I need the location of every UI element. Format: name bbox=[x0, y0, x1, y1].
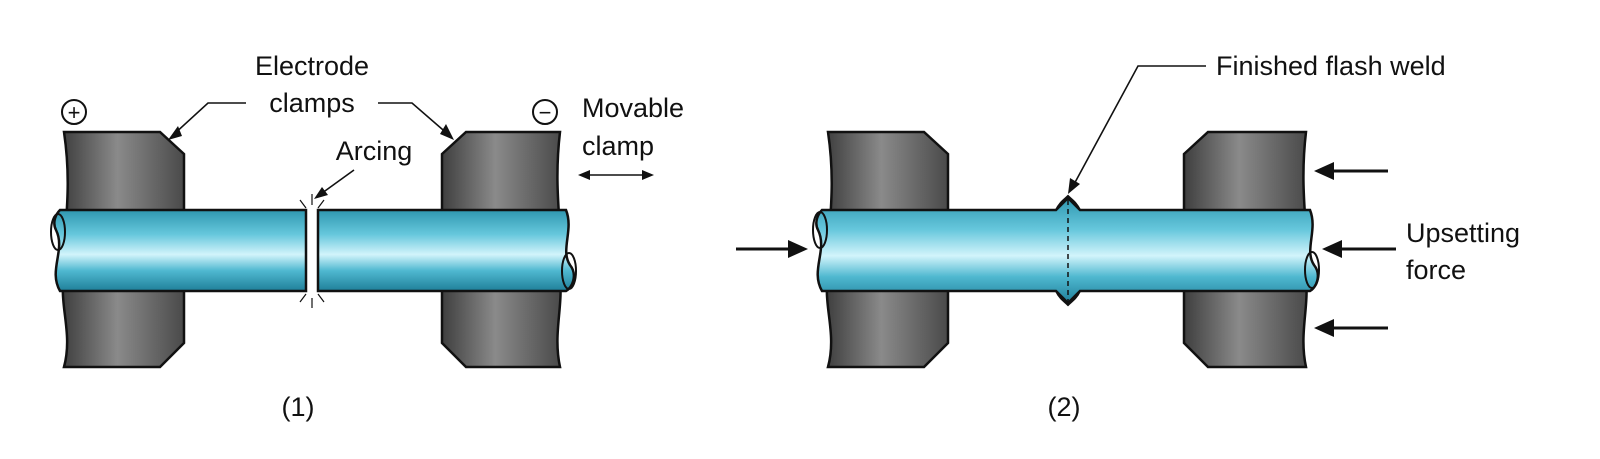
upsetting-force-label-line1: Upsetting bbox=[1406, 218, 1520, 248]
svg-text:+: + bbox=[68, 100, 81, 125]
electrode-clamps-label-line1: Electrode bbox=[255, 51, 369, 81]
finished-weld-arrowhead bbox=[1068, 178, 1080, 194]
left-rod-end-cap bbox=[50, 213, 66, 251]
electrode-clamps-arrowhead-left bbox=[168, 126, 182, 140]
welded-rod bbox=[815, 196, 1320, 305]
upsetting-force-arrow-bottom bbox=[1314, 319, 1388, 337]
weld-flash-bead bbox=[1055, 194, 1081, 307]
left-push-arrow bbox=[736, 240, 808, 258]
electrode-clamps-leader-left bbox=[171, 102, 246, 137]
finished-weld-leader bbox=[1071, 65, 1206, 189]
upsetting-force-arrow-middle bbox=[1322, 240, 1396, 258]
welded-rod-left-cap bbox=[812, 211, 828, 249]
upsetting-force-arrow-top bbox=[1314, 162, 1388, 180]
welded-rod-right-cap bbox=[1304, 251, 1320, 289]
svg-text:−: − bbox=[539, 100, 552, 125]
electrode-clamps-arrowhead-right bbox=[440, 124, 454, 140]
right-rod-end-cap bbox=[561, 252, 577, 290]
electrode-clamps-label-line2: clamps bbox=[269, 88, 355, 118]
movable-clamp-label-line2: clamp bbox=[582, 131, 654, 161]
movable-direction-arrow bbox=[578, 170, 654, 180]
panel-1-caption: (1) bbox=[282, 392, 315, 422]
upsetting-force-label-line2: force bbox=[1406, 255, 1466, 285]
arcing-sparks bbox=[299, 194, 325, 308]
electrode-clamps-leader-right bbox=[378, 102, 451, 137]
panel-2-caption: (2) bbox=[1048, 392, 1081, 422]
finished-flash-weld-label: Finished flash weld bbox=[1216, 51, 1446, 81]
panel-2: Finished flash weld Upsetting force (2) bbox=[736, 51, 1520, 422]
panel-1: + − Electrode clamps Arcing Movable clam… bbox=[50, 51, 684, 422]
positive-terminal-icon: + bbox=[61, 99, 87, 125]
left-workpiece-rod bbox=[53, 208, 308, 293]
arcing-label: Arcing bbox=[336, 136, 413, 166]
arcing-arrowhead bbox=[314, 187, 328, 199]
right-workpiece-rod bbox=[316, 208, 576, 293]
negative-terminal-icon: − bbox=[532, 99, 558, 125]
movable-clamp-label-line1: Movable bbox=[582, 93, 684, 123]
